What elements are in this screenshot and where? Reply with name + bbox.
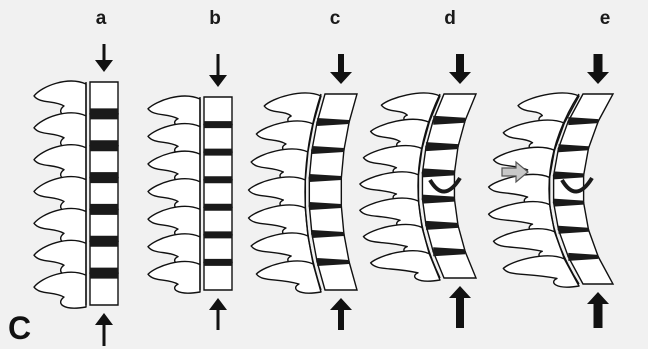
arrow-top-3 (449, 54, 471, 84)
arrow-bottom-2 (330, 298, 352, 330)
intervertebral-disc (204, 149, 232, 156)
vertebral-column-0 (90, 82, 118, 305)
vertebral-body (317, 94, 357, 122)
panel-label-a: a (86, 8, 116, 30)
vertebral-body (204, 180, 232, 208)
vertebral-body (312, 234, 349, 262)
vertebral-body (312, 122, 349, 150)
arrow-bottom-0 (95, 313, 113, 346)
vertebral-body (309, 150, 344, 178)
intervertebral-disc (90, 204, 118, 215)
vertebral-body (554, 148, 589, 175)
arrow-top-0 (95, 44, 113, 72)
vertebral-column-2 (309, 94, 357, 290)
arrow-top-2 (330, 54, 352, 84)
intervertebral-disc (204, 231, 232, 238)
vertebral-column-1 (204, 97, 232, 290)
intervertebral-disc (90, 268, 118, 279)
intervertebral-disc (90, 140, 118, 151)
arrow-top-1 (209, 54, 227, 87)
intervertebral-disc (90, 108, 118, 119)
vertebral-column-3 (422, 94, 476, 278)
panel-label-b: b (200, 8, 230, 30)
intervertebral-disc (204, 259, 232, 266)
spinous-processes-1 (148, 96, 200, 293)
intervertebral-disc (90, 172, 118, 183)
intervertebral-disc (204, 176, 232, 183)
vertebral-body (204, 97, 232, 125)
spinous-processes-0 (34, 81, 86, 308)
vertebral-body (309, 206, 344, 234)
vertebral-body (204, 207, 232, 235)
figure-corner-label: C (8, 312, 31, 344)
intervertebral-disc (204, 204, 232, 211)
vertebral-body (309, 178, 341, 206)
vertebral-body (559, 121, 599, 148)
vertebral-body (204, 235, 232, 263)
vertebral-body (317, 262, 357, 290)
intervertebral-disc (90, 236, 118, 247)
panel-label-e: e (590, 8, 620, 30)
arrow-top-4 (587, 54, 609, 84)
panel-label-c: c (320, 8, 350, 30)
vertebral-body (204, 262, 232, 290)
vertebral-body (204, 152, 232, 180)
intervertebral-disc (204, 121, 232, 128)
vertebral-body (204, 125, 232, 153)
vertebral-body (554, 203, 589, 230)
arrow-bottom-4 (587, 292, 609, 328)
arrow-bottom-3 (449, 286, 471, 328)
arrow-bottom-1 (209, 298, 227, 330)
panel-label-d: d (435, 8, 465, 30)
vertebral-body (559, 230, 599, 257)
